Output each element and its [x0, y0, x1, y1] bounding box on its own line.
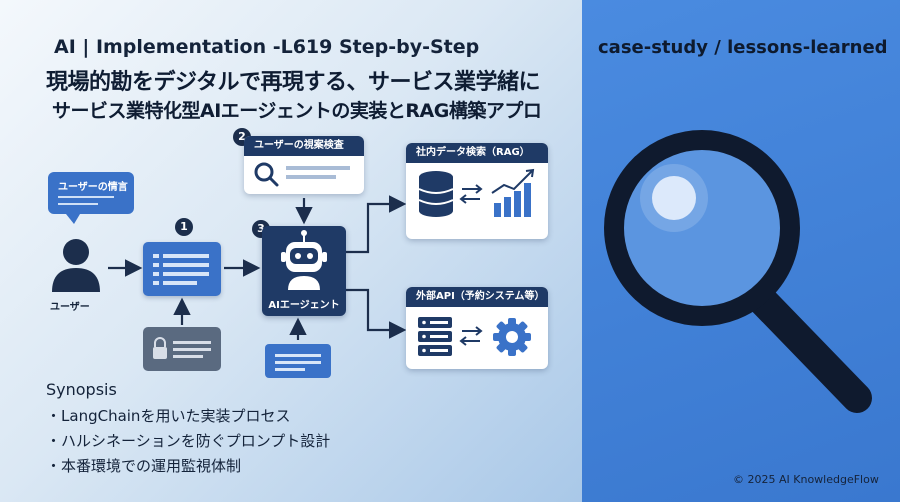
- robot-icon: [281, 230, 327, 290]
- right-panel: [582, 0, 900, 502]
- synopsis-item: 本番環境での運用監視体制: [46, 454, 330, 479]
- ai-agent-label: AIエージェント: [268, 300, 340, 311]
- database-icon: [418, 171, 454, 217]
- user-speech-bubble: ユーザーの情言: [48, 172, 134, 224]
- document-card: [143, 242, 221, 296]
- gear-icon: [493, 318, 531, 356]
- external-api-card-title: 外部API（予約システム等）: [406, 287, 548, 307]
- page-title: AI | Implementation -L619 Step-by-Step: [54, 36, 480, 58]
- rag-card: 社内データ検索（RAG）: [406, 143, 548, 239]
- synopsis-title: Synopsis: [46, 380, 117, 399]
- search-icon: [254, 162, 350, 187]
- prompt-card: [265, 344, 331, 378]
- magnifier-icon: [604, 130, 872, 413]
- user-query-card: ユーザーの視案検査: [244, 136, 364, 194]
- ai-agent-box: AIエージェント: [262, 226, 346, 316]
- user-label: ユーザー: [50, 302, 90, 313]
- lock-icon: [153, 337, 211, 359]
- synopsis-item: LangChainを用いた実装プロセス: [46, 404, 330, 429]
- user-query-card-title: ユーザーの視案検査: [244, 136, 364, 156]
- secure-data-card: [143, 327, 221, 371]
- copyright: © 2025 AI KnowledgeFlow: [733, 473, 879, 486]
- category-tag: case-study / lessons-learned: [598, 37, 888, 58]
- headline-line-1: 現場的勘をデジタルで再現する、サービス業学緒に: [46, 70, 541, 95]
- flow-arrows: [108, 195, 407, 340]
- external-api-card: 外部API（予約システム等）: [406, 287, 548, 369]
- synopsis-item: ハルシネーションを防ぐプロンプト設計: [46, 429, 330, 454]
- synopsis-list: LangChainを用いた実装プロセス ハルシネーションを防ぐプロンプト設計 本…: [46, 404, 330, 479]
- headline-line-2: サービス業特化型AIエージェントの実装とRAG構築アプロ: [52, 100, 542, 122]
- step-1-badge: 1: [175, 218, 193, 236]
- chart-icon: [491, 168, 535, 217]
- user-icon: [52, 239, 100, 292]
- rag-card-title: 社内データ検索（RAG）: [406, 143, 548, 163]
- user-bubble-text: ユーザーの情言: [58, 182, 128, 193]
- server-icon: [418, 317, 452, 356]
